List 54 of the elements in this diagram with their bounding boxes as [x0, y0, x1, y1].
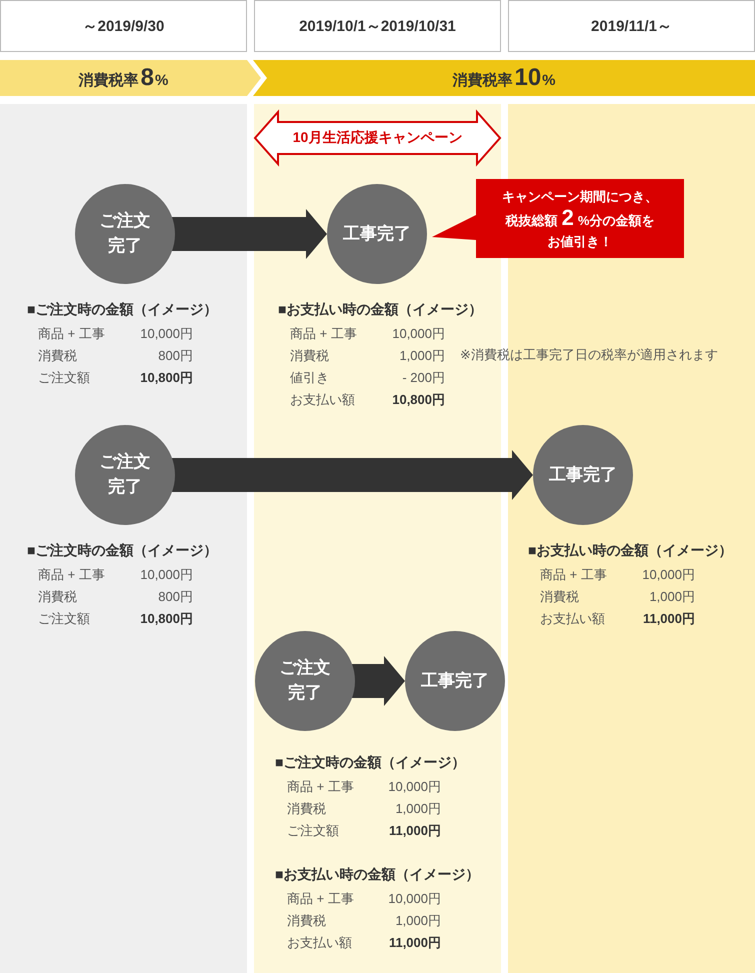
table-heading: ■ご注文時の金額（イメージ）	[275, 753, 466, 772]
total-amount: 11,000円	[388, 822, 441, 840]
row-label: 商品 + 工事	[290, 325, 357, 343]
row-label: 消費税	[290, 347, 329, 365]
row-label: 値引き	[290, 369, 329, 387]
amount-value: 10,000円	[392, 325, 445, 343]
double-arrow-banner: 10月生活応援キャンペーン	[254, 111, 501, 165]
row-label: ご注文額	[38, 610, 90, 628]
row-label: 商品 + 工事	[287, 778, 354, 796]
arrow	[352, 656, 405, 706]
table-heading: ■お支払い時の金額（イメージ）	[278, 300, 482, 319]
row-label: 消費税	[287, 912, 326, 930]
row-label: 商品 + 工事	[38, 566, 105, 584]
amount-value: 10,000円	[388, 778, 441, 796]
table-heading: ■お支払い時の金額（イメージ）	[275, 865, 480, 884]
amount-value: 10,000円	[388, 890, 441, 908]
tax-rate-band: 消費税率8%	[0, 60, 261, 96]
row-label: 消費税	[287, 800, 326, 818]
total-amount: 10,800円	[140, 610, 193, 628]
total-amount: 11,000円	[642, 610, 695, 628]
amount-value: - 200円	[402, 369, 445, 387]
row-label: 商品 + 工事	[287, 890, 354, 908]
date-box: 2019/11/1～	[508, 0, 755, 52]
row-label: 消費税	[540, 588, 579, 606]
amount-value: 1,000円	[395, 800, 441, 818]
total-amount: 11,000円	[388, 934, 441, 952]
row-label: ご注文額	[38, 369, 90, 387]
total-amount: 10,800円	[140, 369, 193, 387]
total-amount: 10,800円	[392, 391, 445, 409]
row-label: 商品 + 工事	[38, 325, 105, 343]
date-box: 2019/10/1～2019/10/31	[254, 0, 501, 52]
row-label: 消費税	[38, 347, 77, 365]
table-heading: ■ご注文時の金額（イメージ）	[27, 541, 218, 560]
table-heading: ■ご注文時の金額（イメージ）	[27, 300, 218, 319]
row-label: 商品 + 工事	[540, 566, 607, 584]
date-box: ～2019/9/30	[0, 0, 247, 52]
amount-value: 800円	[158, 588, 193, 606]
table-heading: ■お支払い時の金額（イメージ）	[528, 541, 732, 560]
amount-value: 1,000円	[399, 347, 445, 365]
row-label: ご注文額	[287, 822, 339, 840]
tax-rate-band: 消費税率10%	[253, 60, 755, 96]
arrow	[172, 209, 327, 259]
amount-value: 1,000円	[649, 588, 695, 606]
amount-value: 10,000円	[642, 566, 695, 584]
amount-value: 800円	[158, 347, 193, 365]
amount-value: 1,000円	[395, 912, 441, 930]
amount-value: 10,000円	[140, 566, 193, 584]
row-label: 消費税	[38, 588, 77, 606]
row-label: お支払い額	[290, 391, 355, 409]
row-label: お支払い額	[287, 934, 352, 952]
arrow	[172, 450, 533, 500]
amount-value: 10,000円	[140, 325, 193, 343]
note-text: ※消費税は工事完了日の税率が適用されます	[460, 346, 718, 364]
row-label: お支払い額	[540, 610, 605, 628]
